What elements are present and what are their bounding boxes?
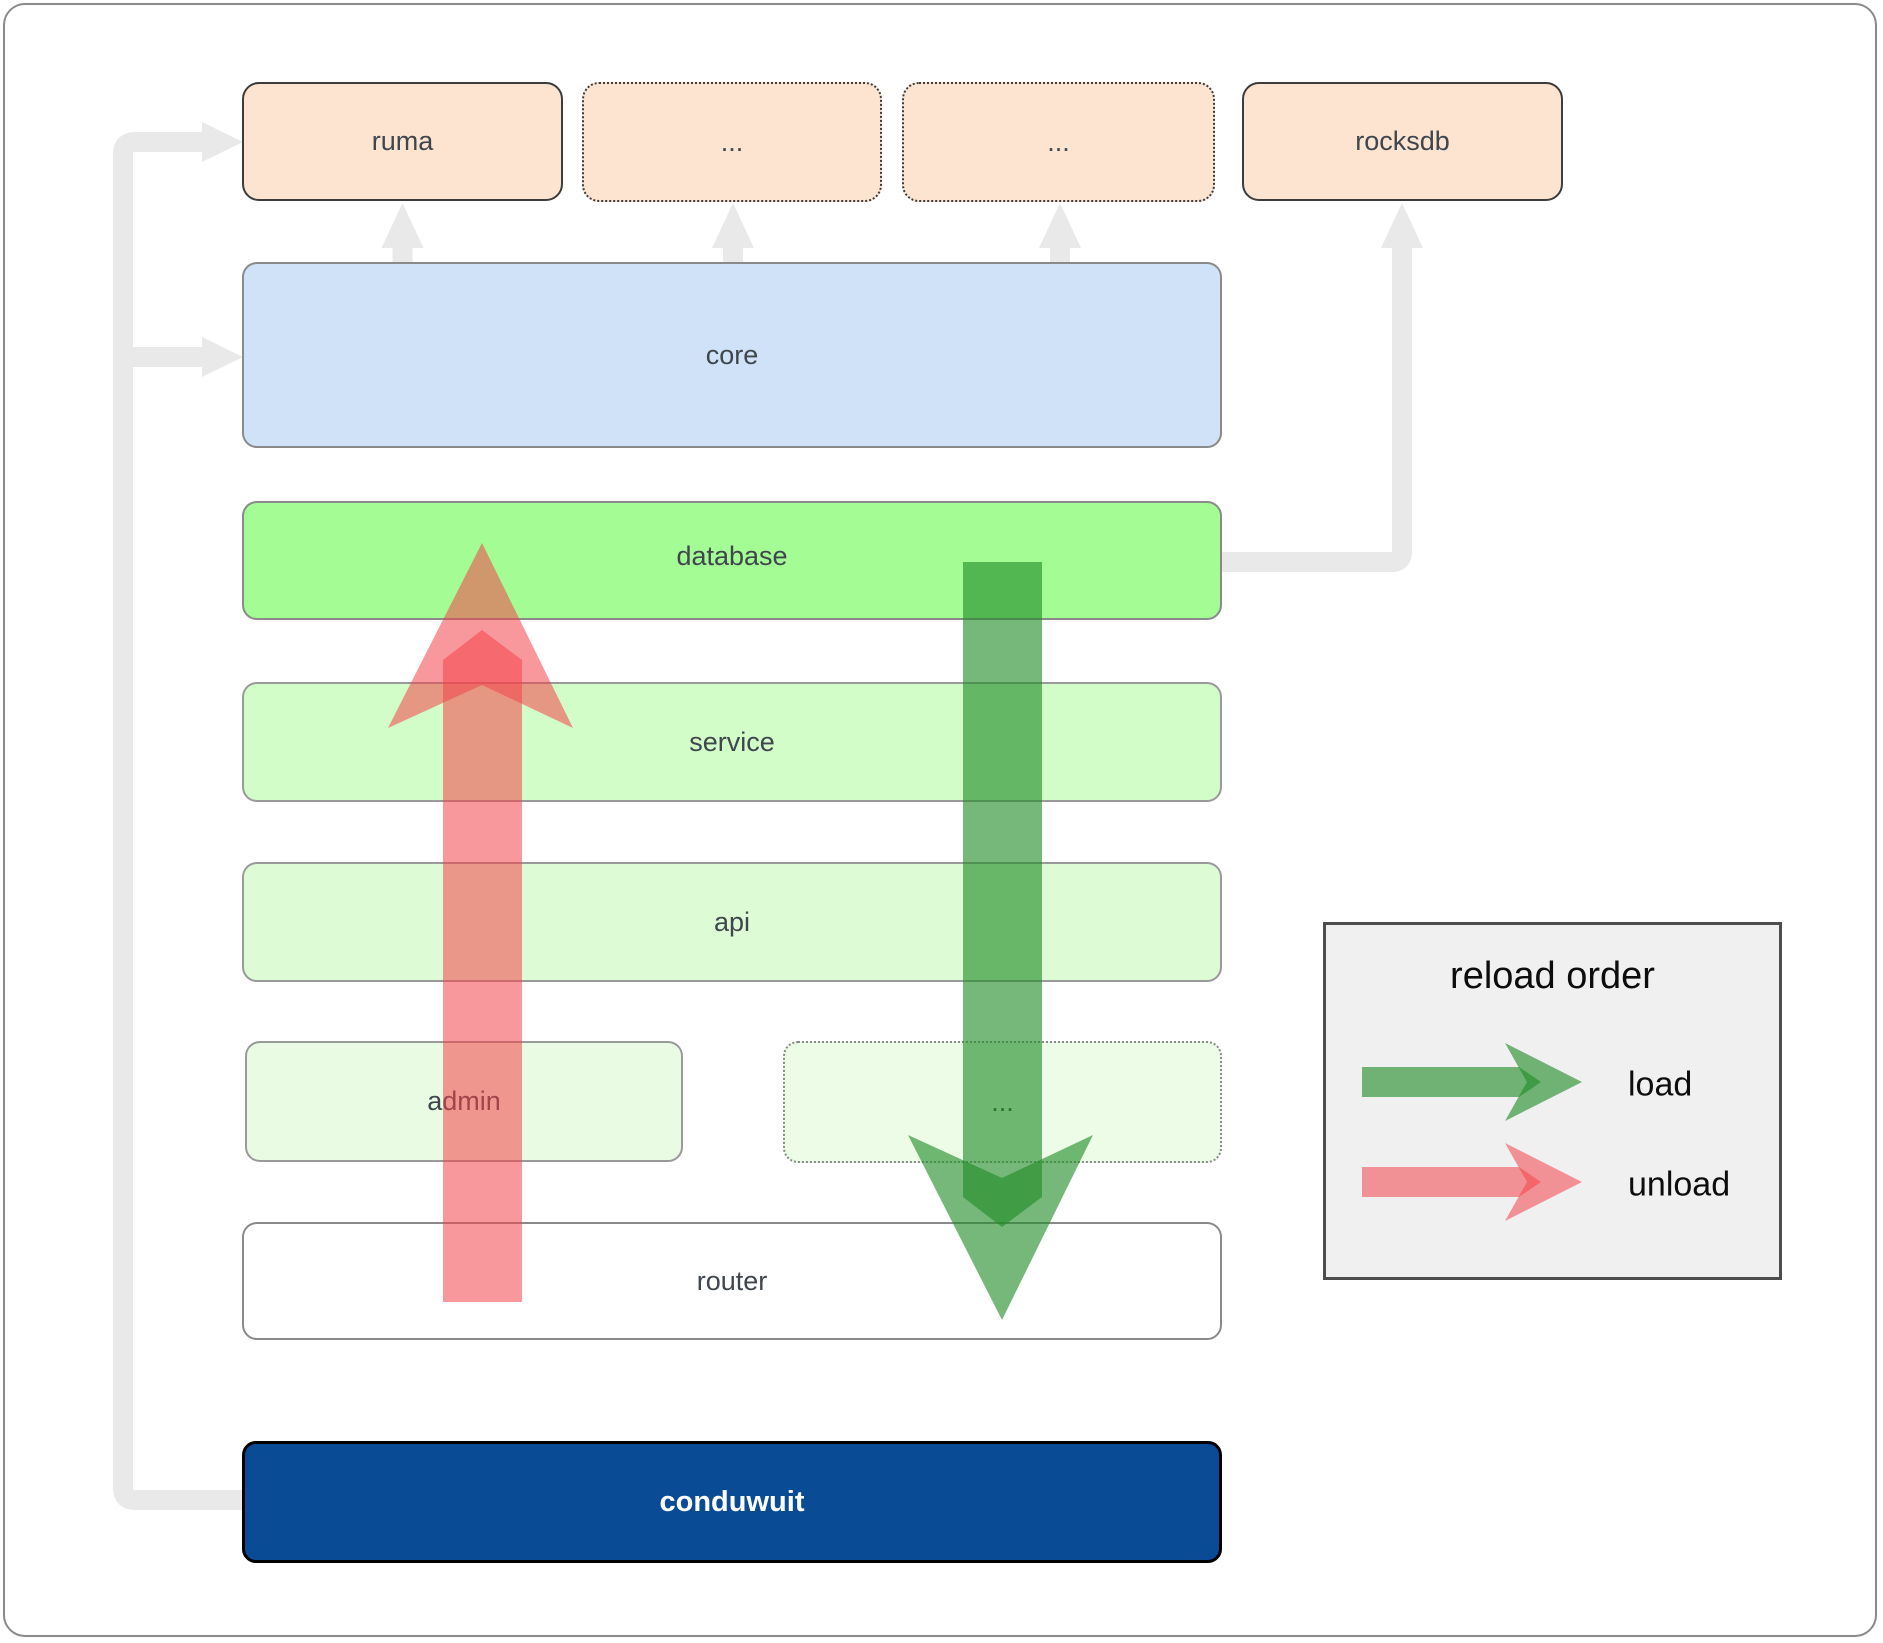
box-core-label: core	[705, 339, 759, 370]
legend-title: reload order	[1450, 955, 1655, 997]
box-ruma: ruma	[242, 82, 563, 201]
box-ellipsis-a: ...	[582, 82, 882, 202]
box-core: core	[242, 262, 1222, 448]
box-ruma-label: ruma	[371, 126, 434, 156]
box-admin: admin	[245, 1041, 683, 1162]
box-service-label: service	[689, 726, 775, 757]
box-api-label: api	[713, 906, 751, 937]
box-ellipsis-c-label: ...	[991, 1086, 1014, 1117]
legend-unload-label: unload	[1628, 1165, 1731, 1204]
box-ellipsis-a-label: ...	[720, 126, 744, 157]
legend-reload-order: reload order load unload	[1323, 922, 1782, 1280]
box-conduwuit: conduwuit	[242, 1441, 1222, 1563]
box-conduwuit-label: conduwuit	[659, 1485, 805, 1518]
box-admin-label: admin	[427, 1086, 501, 1116]
box-ellipsis-b-label: ...	[1047, 126, 1070, 157]
box-router-label: router	[696, 1265, 768, 1296]
legend-load-label: load	[1628, 1065, 1693, 1104]
box-rocksdb: rocksdb	[1242, 82, 1563, 201]
box-database: database	[242, 501, 1222, 620]
box-ellipsis-b: ...	[902, 82, 1215, 202]
box-database-label: database	[676, 541, 788, 571]
box-rocksdb-label: rocksdb	[1355, 126, 1450, 156]
box-service: service	[242, 682, 1222, 802]
canvas-frame	[3, 3, 1877, 1637]
box-ellipsis-c: ...	[783, 1041, 1222, 1163]
box-router: router	[242, 1222, 1222, 1340]
box-api: api	[242, 862, 1222, 982]
